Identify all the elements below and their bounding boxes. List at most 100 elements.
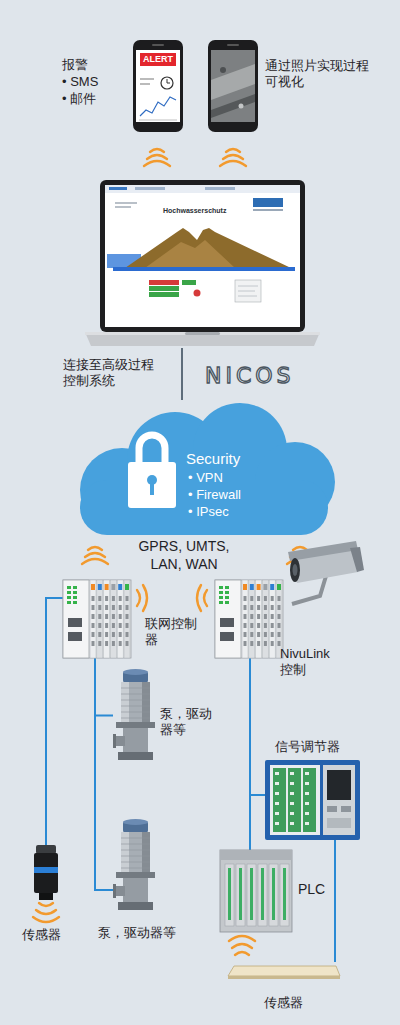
device-part [92,596,95,601]
device-part [126,596,129,601]
pump-illustration [113,818,158,910]
device-part [85,332,320,335]
device-part [225,596,229,599]
alert-badge: ALERT [140,53,176,66]
sensor-label: 传感器 [22,927,61,943]
device-part [278,623,281,628]
device-part [121,694,150,695]
connector-line [249,658,251,850]
device-part [264,614,267,619]
connector-line [46,598,63,845]
device-part [121,700,150,701]
device-part [104,580,110,658]
device-part [250,614,253,619]
device-part [288,768,301,832]
device-part [257,584,261,590]
cloud-item: • VPN [188,470,223,486]
device-part [271,596,274,601]
device-part [275,812,279,815]
device-part [92,641,95,646]
signal-arc [235,952,249,955]
device-part [275,802,279,805]
signal-arc [220,161,246,166]
device-part [73,591,77,594]
camera-lens [290,558,300,582]
flat-sensor-illustration [228,962,340,980]
device-part [225,864,234,926]
device-part [110,580,116,658]
device-part [250,605,253,610]
camera-cap [350,547,364,572]
device-part [92,614,95,619]
phone-caption: 通过照片实现过程可视化 [265,58,377,91]
device-part [67,591,71,594]
device-part [211,50,255,122]
device-part [239,104,244,109]
device-part [290,812,294,815]
cloud-item: • Firewall [188,487,241,503]
device-part [305,802,309,805]
device-part [275,792,279,795]
device-part [244,623,247,628]
device-part [112,605,115,610]
device-part [112,596,115,601]
device-part [220,632,234,641]
plc-cabinet: PLC [220,850,292,932]
device-part [167,79,170,83]
device-part [257,614,260,619]
signal-arc [137,590,140,606]
device-part [92,632,95,637]
device-part [219,586,223,589]
device-part [121,712,150,713]
device-part [73,601,77,604]
device-part [303,768,316,832]
device-part [271,623,274,628]
network-controller: 联网控制器 [63,580,131,658]
device-part [115,202,137,204]
device-part [305,772,309,775]
device-part [305,812,309,815]
device-part [67,601,71,604]
device-part [98,614,101,619]
device-part [256,580,262,658]
signal-arc [88,547,102,550]
device-part [124,580,130,658]
device-part [133,40,183,132]
device-part [97,580,103,658]
device-part [161,77,173,89]
device-part [119,641,122,646]
device-part [290,822,294,825]
signal-arc [229,936,255,941]
device-part [275,772,279,775]
device-part [263,584,267,590]
device-part [215,580,283,658]
device-part [123,819,148,825]
device-part [258,864,267,926]
device-part [327,806,337,812]
device-part [227,44,239,46]
device-part [250,623,253,628]
device-part [272,868,275,920]
device-part [220,850,292,860]
device-part [68,632,82,641]
device-part [113,734,116,748]
device-part [121,856,150,857]
camera-symbol [288,541,364,604]
device-part [112,632,115,637]
device-part [116,872,155,878]
device-part [118,752,153,760]
device-part [182,280,196,285]
security-cloud: Security• VPN• Firewall• IPsec [60,400,340,540]
device-part [80,480,328,535]
device-part [219,601,223,604]
signal-arc [144,161,170,166]
device-part [126,641,129,646]
sensor-label: 传感器 [264,995,303,1011]
flat-sensor: 传感器 [228,962,340,980]
device-part [111,584,115,590]
device-part [225,591,229,594]
device-part [220,618,234,627]
device-part [98,605,101,610]
device-part [145,240,235,268]
